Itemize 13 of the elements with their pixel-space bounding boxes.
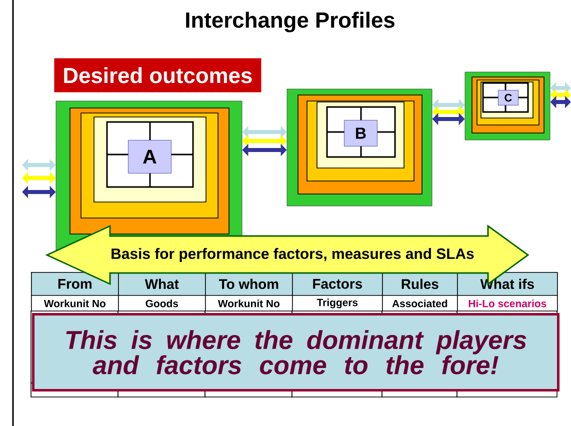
table-cell: To whom — [205, 272, 293, 296]
table-cell: Hi-Lo scenarios — [457, 295, 558, 312]
table-cell: Factors — [292, 272, 383, 296]
table-cell: From — [31, 272, 119, 296]
title: Interchange Profiles — [186, 12, 394, 32]
heading-banner: Desired outcomes — [54, 58, 262, 92]
nested-frames-drawing — [286, 88, 432, 206]
nested-frames-drawing — [464, 72, 550, 140]
label-box: A — [128, 140, 172, 174]
label-box: B — [344, 120, 378, 146]
table-cell: What — [118, 272, 206, 296]
label-box: C — [498, 90, 518, 106]
table-cell: Rules — [382, 272, 458, 296]
